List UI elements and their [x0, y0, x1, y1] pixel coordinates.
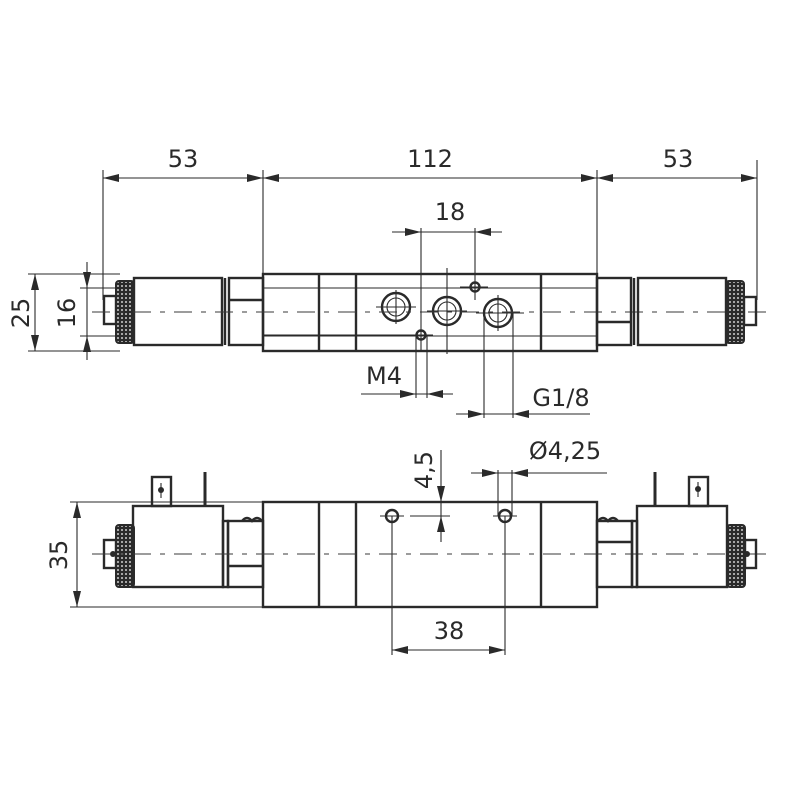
- left-connector-pin: [102, 294, 118, 326]
- left-knurled-cap: [115, 280, 135, 344]
- right-side-knurled-cap: [726, 524, 746, 588]
- port-2: [427, 268, 467, 354]
- dim-overall-height: 25: [7, 298, 35, 329]
- dim-right-coil: 53: [663, 145, 694, 173]
- dim-coil-height: 16: [53, 298, 81, 329]
- dim-mount-thread: M4: [366, 362, 402, 390]
- port-3: [476, 295, 524, 331]
- dim-body-length: 112: [407, 145, 453, 173]
- dim-port-spacing: 18: [435, 198, 466, 226]
- top-view: 53 112 53: [7, 145, 768, 418]
- dim-side-height: 35: [45, 540, 73, 571]
- dim-hole-diameter: Ø4,25: [529, 437, 601, 465]
- right-terminal-tab: [687, 475, 710, 508]
- right-knurled-cap: [725, 280, 745, 344]
- dim-hole-offset: 4,5: [410, 451, 438, 489]
- right-side-coil: [635, 504, 729, 589]
- dim-left-coil: 53: [168, 145, 199, 173]
- right-connector-pin: [742, 295, 758, 327]
- dim-port-thread: G1/8: [532, 384, 589, 412]
- port-1: [376, 290, 416, 324]
- left-side-coil: [131, 504, 225, 589]
- left-terminal-tab: [150, 475, 173, 508]
- left-side-knurled-cap: [115, 524, 135, 588]
- dim-hole-spacing: 38: [434, 617, 465, 645]
- side-view: 4,5 Ø4,25 38 35: [45, 437, 768, 655]
